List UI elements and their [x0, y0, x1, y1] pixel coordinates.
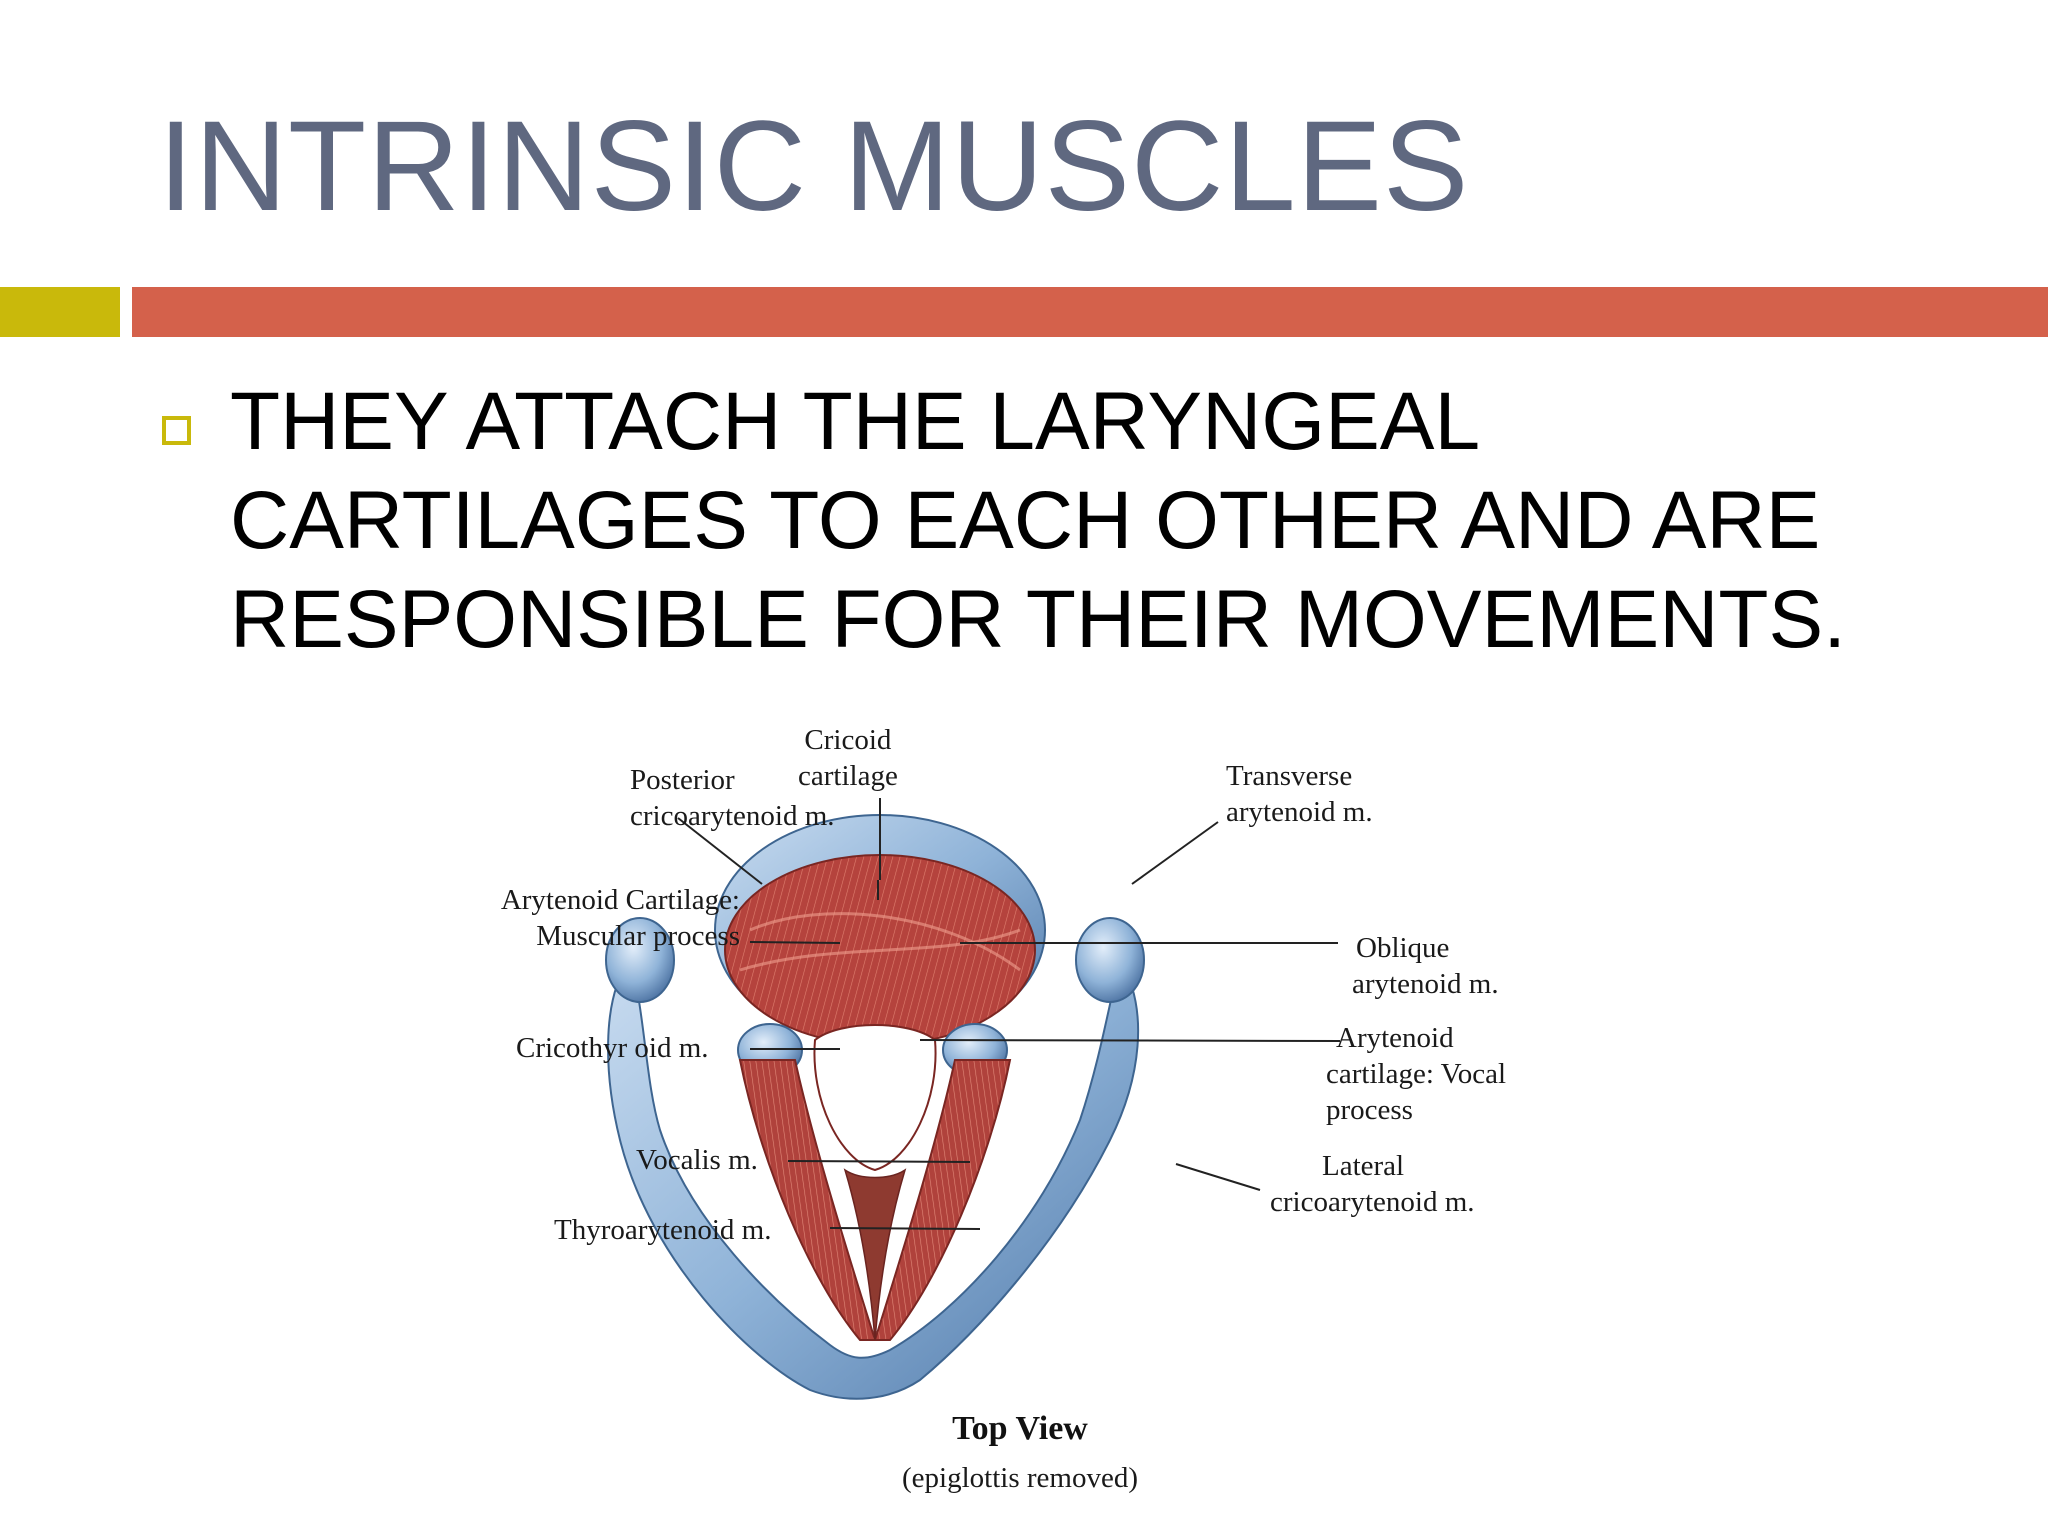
label-lateral-cricoarytenoid: Lateral cricoarytenoid m.	[1270, 1150, 1475, 1218]
label-cricothyroid: Cricothyr oid m.	[516, 1032, 709, 1064]
larynx-illustration	[605, 798, 1341, 1400]
label-thyroarytenoid: Thyroarytenoid m.	[554, 1214, 772, 1246]
view-subtitle: (epiglottis removed)	[902, 1462, 1138, 1494]
label-arytenoid-vocal-process: Arytenoid cartilage: Vocal process	[1326, 1022, 1507, 1126]
label-posterior-cricoarytenoid: Posterior cricoarytenoid m.	[630, 764, 835, 832]
label-oblique-arytenoid: Oblique arytenoid m.	[1352, 932, 1499, 1000]
label-transverse-arytenoid: Transverse arytenoid m.	[1226, 760, 1373, 828]
bullet-square-icon	[162, 416, 191, 445]
larynx-diagram: Posterior cricoarytenoid m. Cricoid cart…	[420, 700, 1620, 1536]
label-cricoid-cartilage: Cricoid cartilage	[798, 724, 898, 792]
bullet-text: THEY ATTACH THE LARYNGEAL CARTILAGES TO …	[230, 376, 1846, 665]
label-arytenoid-muscular-process: Arytenoid Cartilage: Muscular process	[500, 884, 740, 952]
accent-bar-orange	[132, 287, 2048, 337]
label-vocalis: Vocalis m.	[636, 1144, 758, 1176]
view-title: Top View	[952, 1410, 1088, 1447]
accent-bar-gold	[0, 287, 120, 337]
slide-title: INTRINSIC MUSCLES	[158, 95, 1470, 238]
